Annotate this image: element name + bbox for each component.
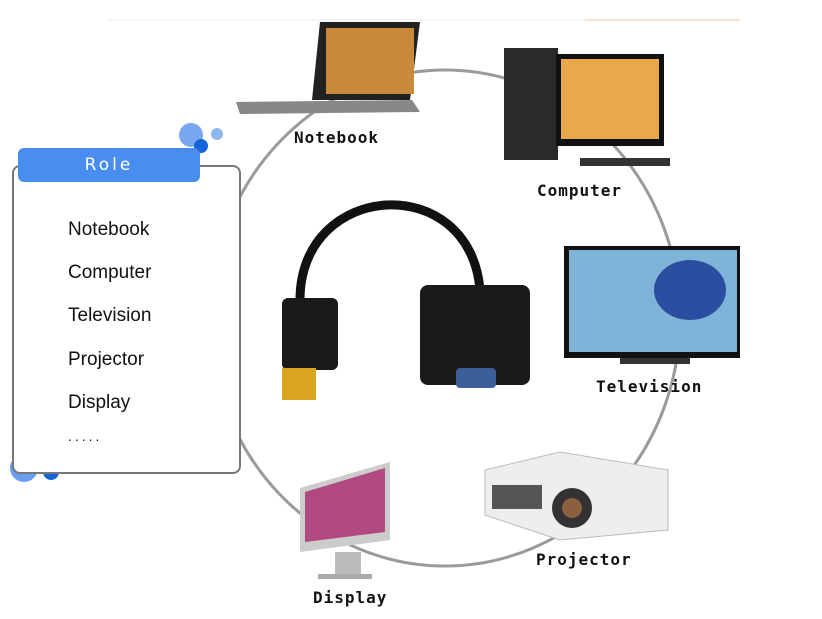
role-panel-title: Role — [18, 148, 200, 182]
role-panel — [12, 165, 241, 474]
role-item: Notebook — [68, 219, 150, 240]
display-label: Display — [313, 588, 388, 607]
projector-image — [484, 451, 669, 541]
display-image — [300, 462, 390, 579]
role-item: Display — [68, 392, 131, 413]
role-item: Computer — [68, 262, 152, 283]
role-item: Projector — [68, 349, 145, 370]
projector-label: Projector — [536, 550, 632, 569]
computer-image — [504, 48, 670, 166]
notebook-image — [236, 22, 420, 114]
role-item-more: ..... — [68, 428, 103, 444]
television-image — [564, 246, 740, 364]
role-item: Television — [68, 305, 152, 326]
television-label: Television — [596, 377, 703, 396]
computer-label: Computer — [537, 181, 623, 200]
notebook-label: Notebook — [294, 128, 380, 147]
dp-to-vga-adapter-image — [282, 200, 530, 400]
